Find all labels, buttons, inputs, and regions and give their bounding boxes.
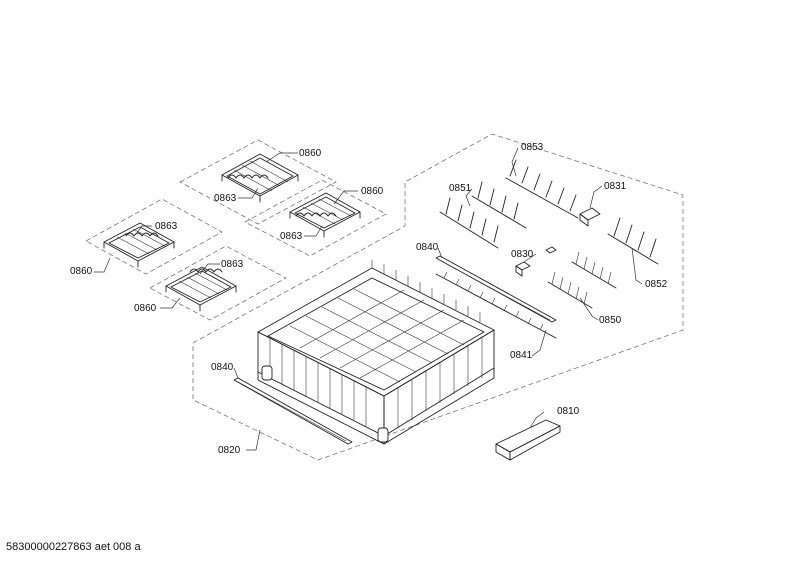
label-0850: 0850 xyxy=(599,315,622,326)
rail-upper xyxy=(435,255,557,323)
label-0841: 0841 xyxy=(510,350,533,361)
basket-wheel-right xyxy=(377,427,389,443)
label-0863-top-left: 0863 xyxy=(214,193,237,204)
basket-back-tines xyxy=(371,260,481,322)
clip-0831 xyxy=(579,207,601,227)
cutlery-tray-mid-right xyxy=(165,266,237,312)
tine-rack-0851 xyxy=(439,181,527,249)
outline-tray-mid-right xyxy=(149,245,287,321)
label-0863-mid-left: 0863 xyxy=(155,221,178,232)
outline-tray-top-left xyxy=(179,139,337,225)
label-0860-top-left: 0860 xyxy=(299,148,322,159)
leader-lines xyxy=(94,147,643,451)
label-0863-top-right: 0863 xyxy=(280,231,303,242)
group-outlines xyxy=(85,133,684,461)
outline-main-assembly xyxy=(192,133,684,461)
handle-0810 xyxy=(495,419,561,461)
basket-floor-wires xyxy=(289,288,465,383)
label-0810: 0810 xyxy=(557,406,580,417)
label-0831: 0831 xyxy=(604,181,627,192)
label-0840-lower: 0840 xyxy=(211,362,234,373)
basket-wheel-left xyxy=(261,365,273,381)
tine-rack-0852 xyxy=(607,217,659,265)
label-0851: 0851 xyxy=(449,183,472,194)
tine-rack-0853 xyxy=(505,159,579,219)
document-id: 58300000227863 aet 008 a xyxy=(6,541,141,553)
label-0860-mid-right: 0860 xyxy=(134,303,157,314)
label-0863-mid-right: 0863 xyxy=(221,259,244,270)
tine-rack-0850 xyxy=(547,251,617,309)
label-0853: 0853 xyxy=(521,142,544,153)
upper-basket xyxy=(257,260,495,445)
outline-tray-mid-left xyxy=(85,198,223,275)
rail-lower xyxy=(233,377,353,445)
basket-side-wires xyxy=(269,338,483,428)
label-0830: 0830 xyxy=(511,249,534,260)
label-0860-top-right: 0860 xyxy=(361,186,384,197)
label-0820: 0820 xyxy=(218,445,241,456)
cutlery-tray-top-left xyxy=(221,153,299,203)
label-0852: 0852 xyxy=(645,279,668,290)
clip-0830 xyxy=(515,246,557,277)
cutlery-tray-mid-left xyxy=(103,222,175,268)
outline-tray-top-right xyxy=(244,179,387,257)
label-0860-mid-left: 0860 xyxy=(70,266,93,277)
cutlery-tray-top-right xyxy=(289,192,361,238)
tine-row-0841 xyxy=(435,271,557,339)
label-0840-upper: 0840 xyxy=(416,242,439,253)
